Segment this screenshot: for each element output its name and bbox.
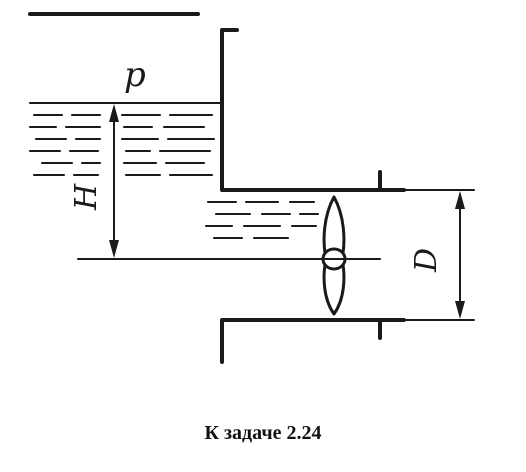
figure-caption: К задаче 2.24: [204, 422, 322, 444]
tank-water-hatching: [29, 114, 215, 176]
diameter-arrow-top: [455, 191, 465, 209]
head-label: H: [69, 183, 104, 211]
diameter-label: D: [409, 248, 444, 273]
head-arrow-bottom: [109, 240, 119, 258]
diameter-arrow-bottom: [455, 301, 465, 319]
pressure-label: p: [124, 55, 146, 95]
pipe-bottom-wall: [220, 318, 406, 364]
head-arrow-top: [109, 104, 119, 122]
pipe-water-hatching: [205, 201, 319, 239]
tank-right-wall: [220, 28, 406, 192]
